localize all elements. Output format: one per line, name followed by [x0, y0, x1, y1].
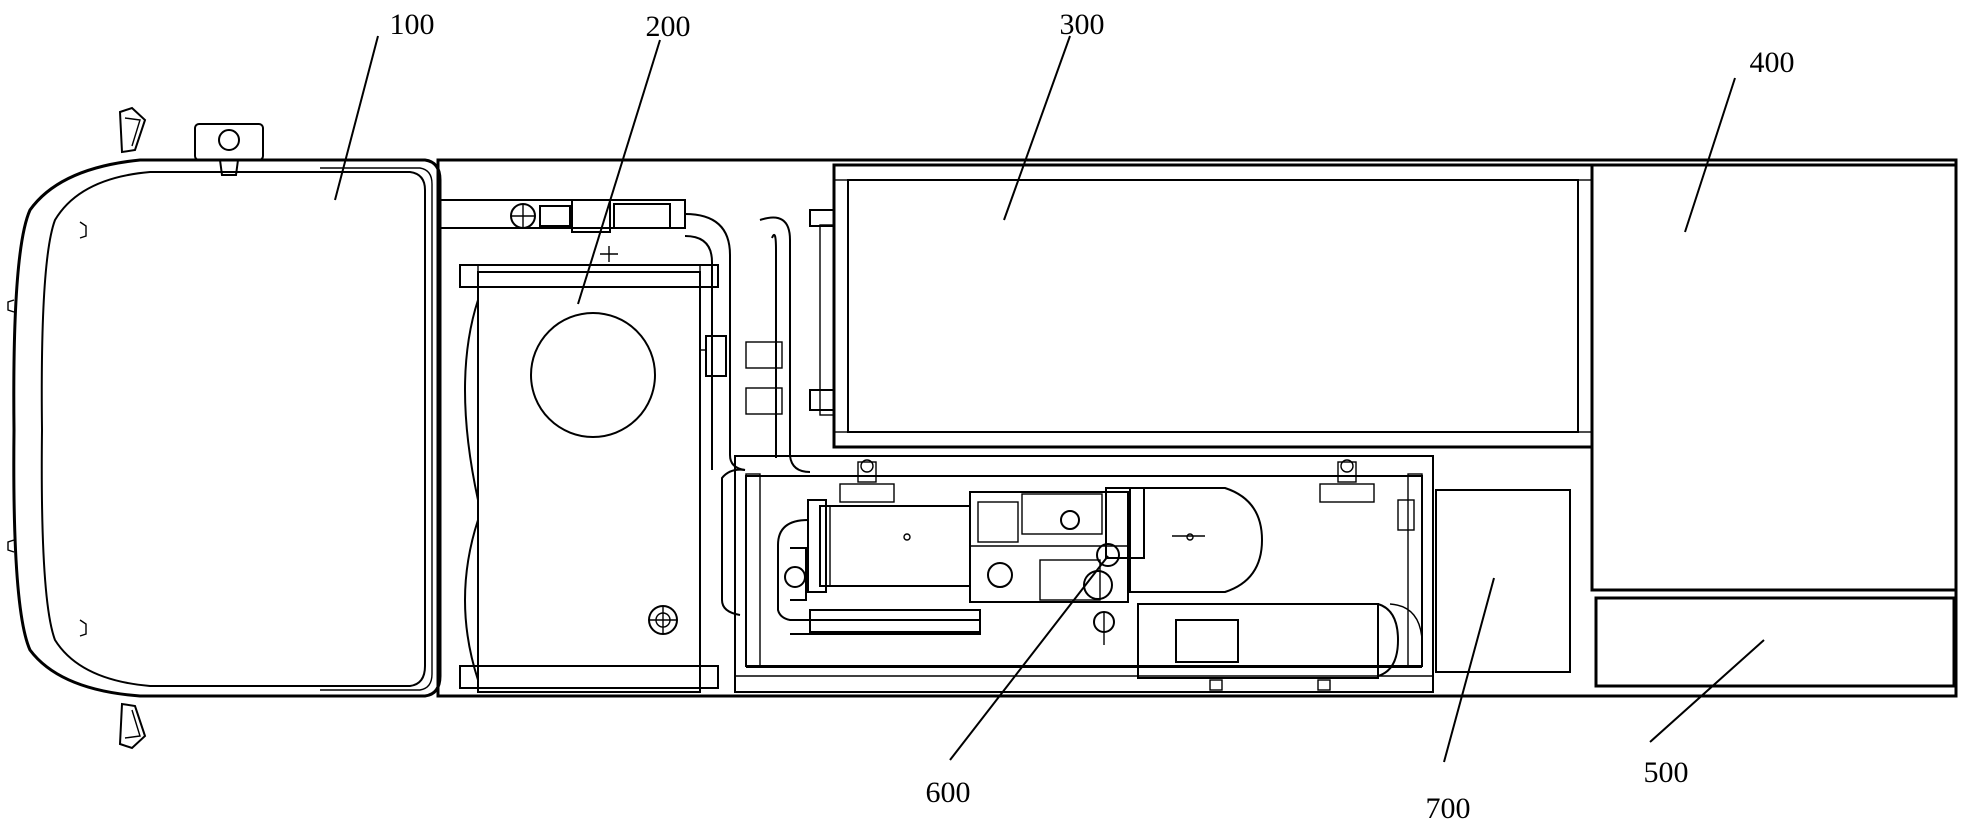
label-400: 400 — [1750, 46, 1795, 79]
machinery-assembly — [734, 455, 1434, 693]
compartment-700 — [1435, 489, 1571, 673]
label-200: 200 — [646, 10, 691, 43]
tank-unit — [459, 264, 727, 693]
leader-lines — [334, 35, 1765, 763]
leader-400 — [1684, 77, 1736, 233]
vehicle-chassis — [436, 158, 1958, 698]
label-600: 600 — [926, 776, 971, 809]
leader-700 — [1443, 577, 1495, 763]
leader-300 — [1003, 35, 1071, 221]
label-500: 500 — [1644, 756, 1689, 789]
battery-box — [819, 163, 1594, 449]
reference-numerals: 100 200 300 400 500 600 700 — [390, 8, 1795, 825]
label-100: 100 — [390, 8, 435, 41]
leader-100 — [334, 35, 379, 201]
label-700: 700 — [1426, 792, 1471, 825]
leader-600 — [949, 555, 1109, 761]
leader-500 — [1649, 639, 1765, 743]
compartment-500 — [1594, 596, 1956, 688]
compartment-400 — [1590, 163, 1958, 592]
driver-cab — [7, 106, 442, 750]
leader-200 — [577, 39, 661, 305]
right-compartments — [1590, 163, 1958, 688]
label-300: 300 — [1060, 8, 1105, 41]
piping — [439, 199, 835, 616]
